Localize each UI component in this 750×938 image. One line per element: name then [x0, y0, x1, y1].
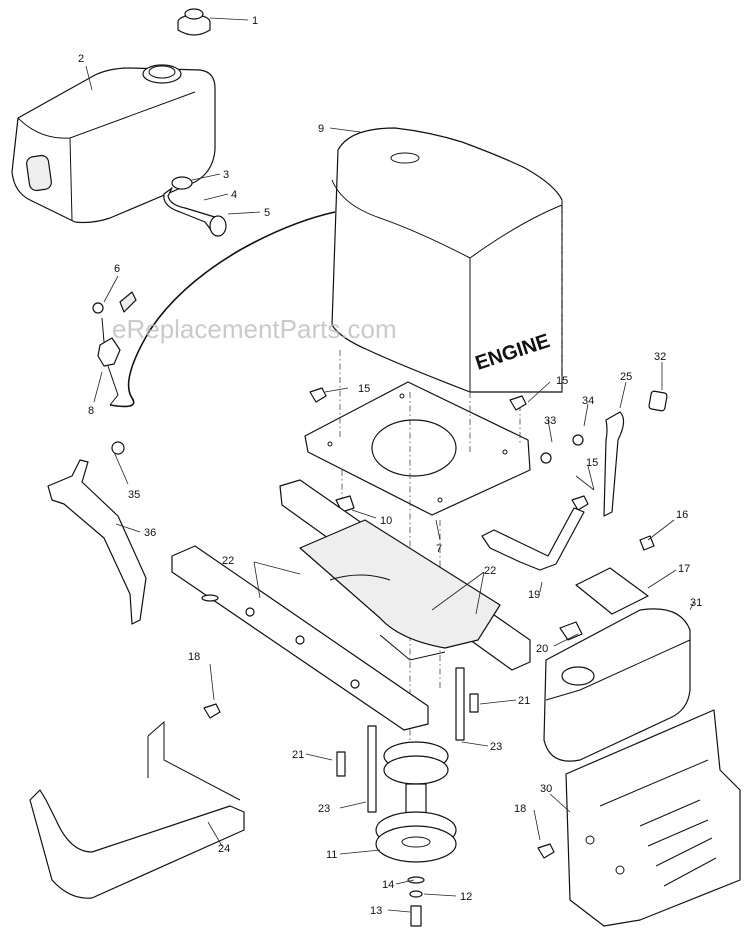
callout-25: 25	[620, 371, 632, 383]
callout-13: 13	[370, 905, 382, 917]
chassis-frame	[171, 479, 531, 731]
callout-10: 10	[380, 515, 392, 527]
callout-12: 12	[460, 891, 472, 903]
fuel-cap[interactable]	[177, 8, 211, 36]
callout-5: 5	[264, 207, 270, 219]
leader-lines	[85, 17, 695, 913]
callout-23-b: 23	[318, 803, 330, 815]
callout-15-a: 15	[358, 383, 370, 395]
heat-shield[interactable]	[29, 789, 245, 899]
callout-20: 20	[536, 643, 548, 655]
callout-36: 36	[144, 527, 156, 539]
muffler-bracket[interactable]	[481, 507, 585, 571]
callout-15-b: 15	[556, 375, 568, 387]
callout-8: 8	[88, 405, 94, 417]
mount-plate-17[interactable]	[575, 567, 649, 615]
heat-shield-top	[147, 720, 241, 801]
callout-32: 32	[654, 351, 666, 363]
fuel-shutoff-cable	[109, 211, 336, 408]
callout-16: 16	[676, 509, 688, 521]
callout-21-b: 21	[292, 749, 304, 761]
callout-11: 11	[326, 849, 337, 861]
callout-6: 6	[114, 263, 120, 275]
bolt-18-left[interactable]	[203, 703, 221, 719]
callout-labels: 1 2 3 4 5 6 8 9 15 15 15 10 7 35 36 22 2…	[78, 15, 702, 917]
bolt-20[interactable]	[559, 621, 583, 641]
callout-18-a: 18	[188, 651, 200, 663]
pulley-hardware[interactable]	[407, 876, 425, 927]
watermark-text: eReplacementParts.com	[112, 314, 397, 344]
fuel-line-assembly[interactable]	[163, 176, 227, 237]
screw-16[interactable]	[639, 535, 655, 551]
callout-15-c: 15	[586, 457, 598, 469]
callout-35: 35	[128, 489, 140, 501]
muffler[interactable]	[543, 608, 691, 762]
exhaust-pipe[interactable]	[540, 390, 668, 517]
side-bracket[interactable]	[47, 459, 147, 625]
callout-22-a: 22	[222, 555, 234, 567]
callout-21-a: 21	[518, 695, 530, 707]
callout-33: 33	[544, 415, 556, 427]
mounting-spacers[interactable]	[336, 667, 479, 813]
engine-block[interactable]: ENGINE	[331, 127, 563, 393]
callout-1: 1	[252, 15, 258, 27]
callout-7: 7	[436, 543, 442, 555]
callout-24: 24	[218, 843, 230, 855]
callout-17: 17	[678, 563, 690, 575]
bolt-35[interactable]	[111, 441, 125, 455]
callout-9: 9	[318, 123, 324, 135]
callout-18-b: 18	[514, 803, 526, 815]
fuel-shutoff-valve[interactable]	[92, 291, 137, 406]
callout-2: 2	[78, 53, 84, 65]
muffler-guard[interactable]	[565, 709, 741, 927]
callout-4: 4	[231, 189, 237, 201]
callout-22-b: 22	[484, 565, 496, 577]
engine-pulley[interactable]	[375, 741, 457, 863]
callout-14: 14	[382, 879, 394, 891]
callout-34: 34	[582, 395, 594, 407]
fuel-tank[interactable]	[11, 64, 216, 224]
engine-bolts[interactable]	[309, 387, 589, 511]
callout-23-a: 23	[490, 741, 502, 753]
callout-30: 30	[540, 783, 552, 795]
bolt-18-right[interactable]	[537, 843, 555, 859]
callout-31: 31	[690, 597, 702, 609]
callout-3: 3	[223, 169, 229, 181]
engine-mount-plate[interactable]	[304, 381, 531, 516]
callout-19: 19	[528, 589, 540, 601]
